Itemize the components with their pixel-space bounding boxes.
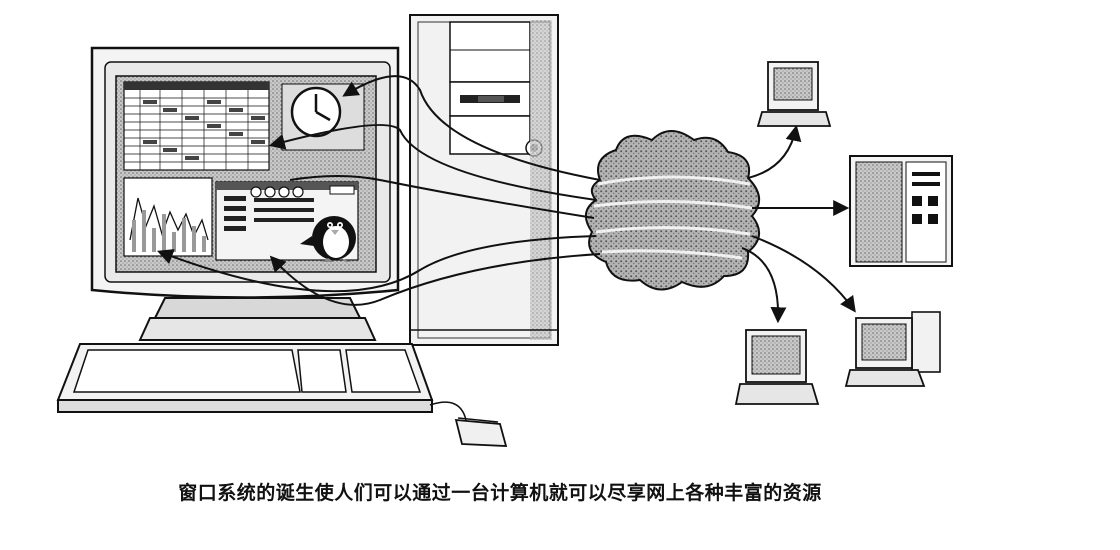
form-window [215, 181, 359, 261]
penguin-icon [300, 216, 356, 262]
figure-caption: 窗口系统的诞生使人们可以通过一台计算机就可以尽享网上各种丰富的资源 [178, 482, 822, 504]
server-rack-icon [849, 155, 953, 267]
terminal-icon [844, 311, 941, 387]
cloud-icon [585, 130, 760, 291]
keyboard-icon [56, 343, 434, 413]
terminal-icon [756, 61, 832, 127]
terminal-icon [734, 329, 820, 405]
outbound-arrows [741, 124, 856, 324]
main-monitor [90, 46, 400, 341]
connection-arrows [157, 75, 601, 306]
bar-graph-window [123, 177, 213, 257]
spreadsheet-window [123, 81, 270, 171]
mouse-icon [429, 401, 508, 447]
server-tower-icon [409, 14, 559, 346]
